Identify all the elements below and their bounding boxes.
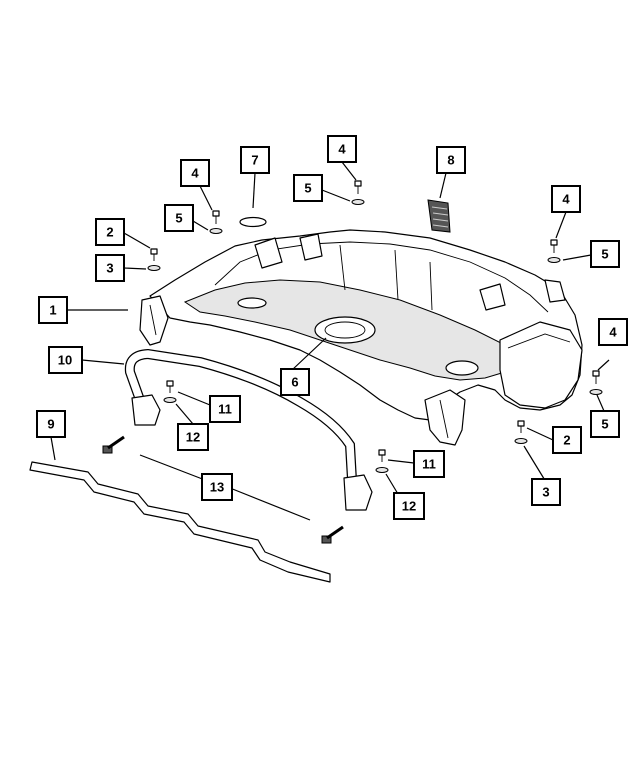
callout-4: 4: [327, 135, 357, 163]
bolt-icon: [592, 370, 600, 384]
callout-label: 9: [47, 417, 54, 432]
bolt-icon: [102, 435, 125, 454]
bolt-icon: [354, 180, 362, 194]
callout-label: 4: [609, 325, 617, 340]
callout-11: 11: [413, 450, 445, 478]
callout-3: 3: [531, 478, 561, 506]
leader-lines: [50, 161, 610, 521]
washer-icon: [147, 265, 161, 271]
callout-4: 4: [180, 159, 210, 187]
callout-5: 5: [590, 410, 620, 438]
callout-4: 4: [598, 318, 628, 346]
callout-label: 4: [338, 142, 346, 157]
callout-label: 1: [49, 303, 56, 318]
callout-12: 12: [177, 423, 209, 451]
callout-9: 9: [36, 410, 66, 438]
callout-2: 2: [552, 426, 582, 454]
callout-label: 3: [106, 261, 113, 276]
callout-label: 5: [304, 181, 311, 196]
callout-label: 3: [542, 485, 549, 500]
callout-label: 7: [251, 153, 258, 168]
underbody-panel: [139, 229, 583, 446]
callout-label: 2: [106, 225, 113, 240]
callout-10: 10: [48, 346, 83, 374]
callout-5: 5: [293, 174, 323, 202]
callout-label: 11: [422, 457, 436, 472]
callout-5: 5: [590, 240, 620, 268]
plug: [239, 216, 267, 228]
bolt-icon: [517, 420, 525, 433]
bolt-icon: [166, 380, 174, 393]
bolt-icon: [321, 525, 344, 544]
callout-label: 5: [601, 247, 608, 262]
callout-11: 11: [209, 395, 241, 423]
callout-7: 7: [240, 146, 270, 174]
washer-icon: [375, 467, 389, 473]
callout-label: 11: [218, 402, 232, 417]
callout-13: 13: [201, 473, 233, 501]
washer-icon: [514, 438, 528, 444]
washer-icon: [589, 389, 603, 395]
callout-label: 5: [601, 417, 608, 432]
tow-loop: [124, 348, 373, 511]
callout-label: 13: [210, 480, 224, 495]
hitch-strap: [29, 461, 331, 583]
callout-2: 2: [95, 218, 125, 246]
callout-label: 4: [562, 192, 570, 207]
callout-1: 1: [38, 296, 68, 324]
bolt-icon: [212, 210, 220, 224]
fasteners: [102, 180, 603, 544]
callout-4: 4: [551, 185, 581, 213]
callout-3: 3: [95, 254, 125, 282]
callout-5: 5: [164, 204, 194, 232]
callout-label: 8: [447, 153, 454, 168]
washer-icon: [351, 199, 365, 205]
washer-icon: [163, 397, 177, 403]
bolt-icon: [378, 449, 386, 462]
callout-label: 6: [291, 375, 298, 390]
bolt-icon: [550, 239, 558, 253]
washer-icon: [209, 228, 223, 234]
callout-label: 12: [402, 499, 416, 514]
callout-label: 12: [186, 430, 200, 445]
bolt-icon: [150, 248, 158, 261]
callout-8: 8: [436, 146, 466, 174]
callout-label: 5: [175, 211, 182, 226]
callout-6: 6: [280, 368, 310, 396]
callout-label: 10: [58, 353, 72, 368]
washer-icon: [547, 257, 561, 263]
vent-grille: [427, 199, 451, 233]
callout-label: 2: [563, 433, 570, 448]
callout-12: 12: [393, 492, 425, 520]
callout-label: 4: [191, 166, 199, 181]
